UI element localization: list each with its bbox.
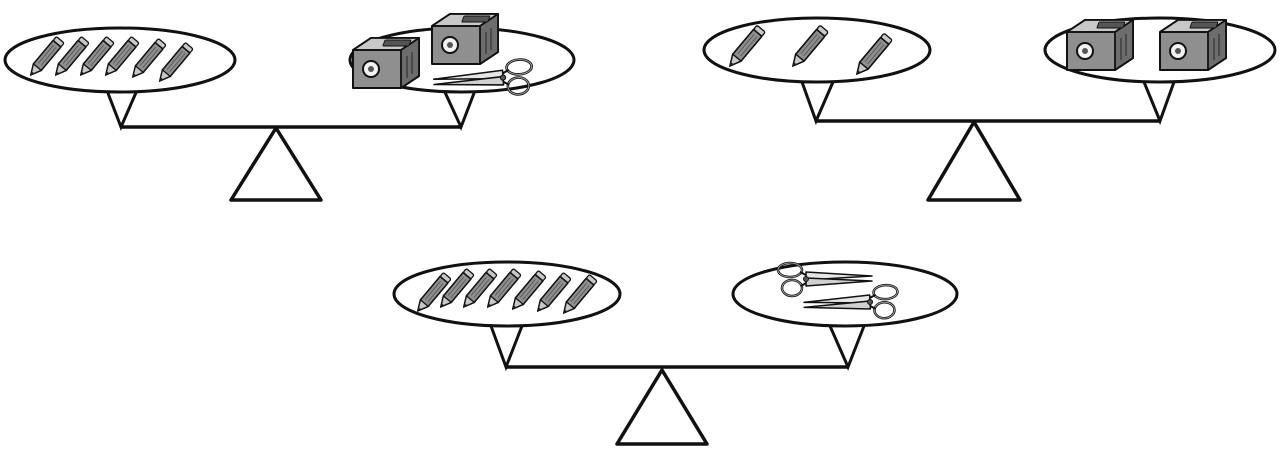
right-pan-support <box>828 325 866 371</box>
right-pan-support <box>441 87 478 131</box>
fulcrum-icon <box>615 368 709 446</box>
right-pan <box>731 260 959 328</box>
scale-1 <box>3 13 576 202</box>
sharpener-icon <box>431 13 499 65</box>
sharpener-icon <box>1159 19 1227 71</box>
fulcrum-icon <box>926 120 1022 202</box>
fulcrum-icon <box>229 126 323 202</box>
sharpener-icon <box>1066 19 1134 71</box>
right-pan-support <box>1142 81 1176 126</box>
left-pan-support <box>800 81 835 126</box>
scale-3 <box>392 260 959 446</box>
left-pan-support <box>489 325 524 372</box>
left-pan-support <box>104 87 140 131</box>
sharpener-icon <box>352 37 420 89</box>
scale-2 <box>702 16 1277 202</box>
